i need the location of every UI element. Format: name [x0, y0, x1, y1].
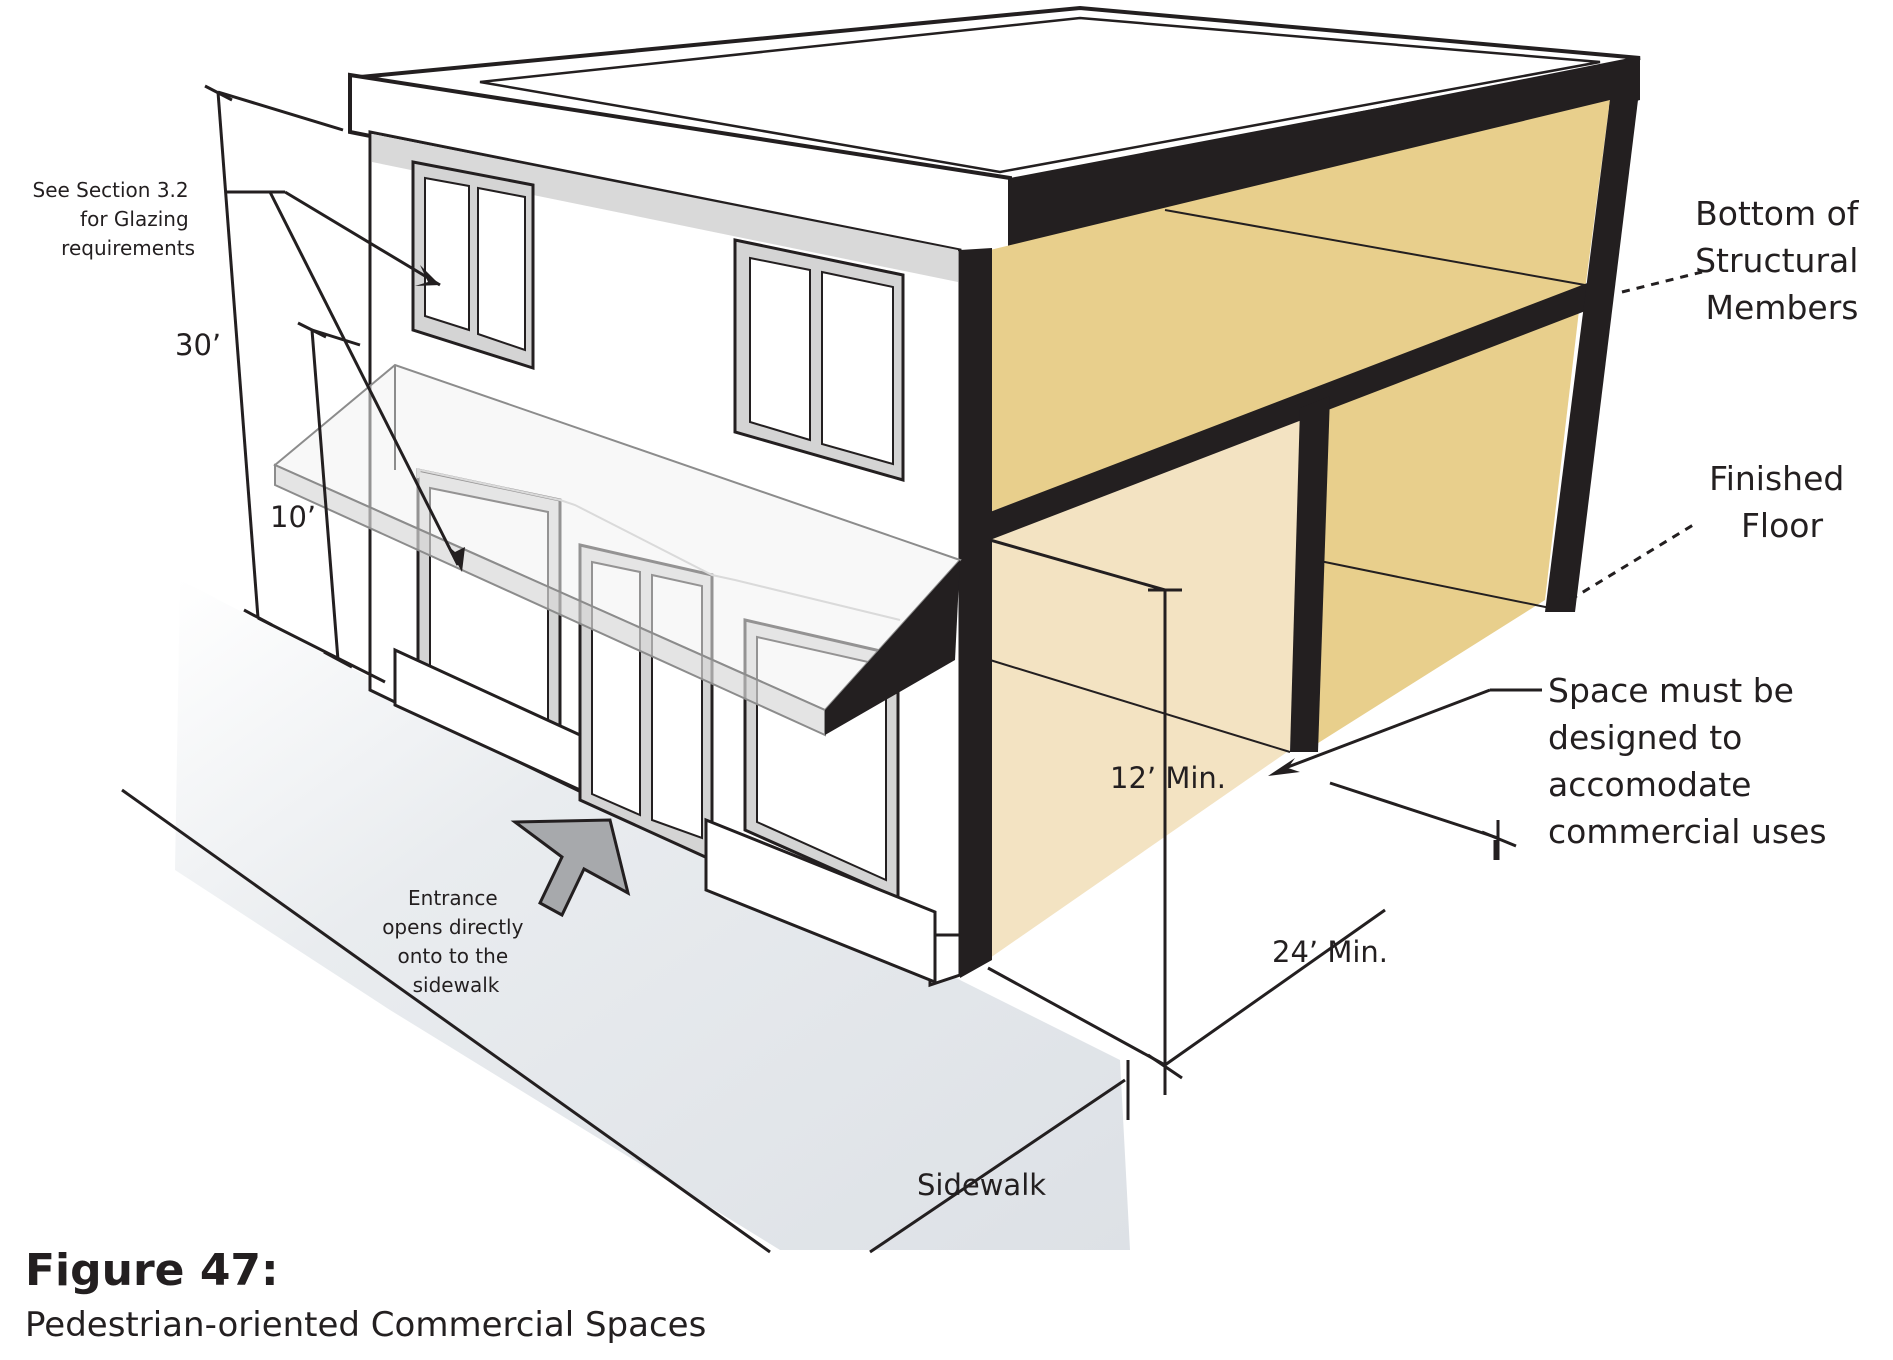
figure-subtitle: Pedestrian-oriented Commercial Spaces	[25, 1305, 707, 1345]
glazing-leader	[225, 190, 460, 566]
dimension-sidewalk	[1126, 1060, 1167, 1120]
interior-floor-line	[989, 659, 1291, 753]
interior-lower-wall	[990, 410, 1305, 958]
sidewalk-curb-line	[121, 788, 771, 1254]
min-12-label: 12’ Min.	[1110, 761, 1226, 795]
frame-corner-column	[960, 248, 992, 978]
figure-title: Figure 47:	[25, 1245, 279, 1296]
height-10-label: 10’	[270, 500, 316, 534]
space-uses-arrowhead	[1268, 758, 1300, 776]
interior-upper-wall	[990, 100, 1610, 512]
glazing-label: See Section 3.2 for Glazing requirements	[33, 178, 196, 260]
glazing-arrowhead-upper	[415, 265, 440, 286]
min-24-label: 24’ Min.	[1272, 935, 1388, 969]
dimension-30	[204, 84, 386, 684]
entrance-arrow-icon	[510, 818, 631, 918]
finished-floor-label: Finished Floor	[1709, 459, 1855, 545]
dimension-24	[987, 781, 1517, 1080]
upper-window-right	[733, 238, 905, 482]
structural-leader	[1621, 270, 1703, 294]
frame-back-column	[1545, 100, 1638, 612]
frame-beam	[990, 282, 1590, 540]
height-30-label: 30’	[175, 328, 221, 362]
entrance-label: Entrance opens directly onto to the side…	[382, 886, 530, 997]
dimension-12	[989, 538, 1182, 1085]
space-uses-label: Space must be designed to accomodate com…	[1548, 671, 1827, 851]
awning-side	[825, 560, 960, 735]
planter-left	[393, 647, 582, 793]
roof-inner-line	[479, 16, 1601, 174]
interior-lower-wall-back	[1315, 302, 1580, 745]
interior-floor-line-back	[1314, 559, 1561, 611]
dimension-10	[297, 321, 361, 669]
facade-shadow	[372, 134, 958, 282]
space-uses-leader	[1279, 688, 1542, 772]
frame-middle-column	[1290, 396, 1330, 752]
sidewalk-edge-line	[869, 1078, 1126, 1254]
sidewalk-surface	[175, 580, 1130, 1250]
interior-guide-line	[1164, 209, 1586, 286]
structural-label: Bottom of Structural Members	[1695, 194, 1869, 327]
planter-right	[704, 817, 937, 985]
upper-window-left	[411, 160, 535, 371]
finished-floor-leader	[1569, 520, 1699, 602]
sidewalk-label: Sidewalk	[917, 1168, 1046, 1202]
glazing-arrowhead-lower	[447, 545, 465, 572]
